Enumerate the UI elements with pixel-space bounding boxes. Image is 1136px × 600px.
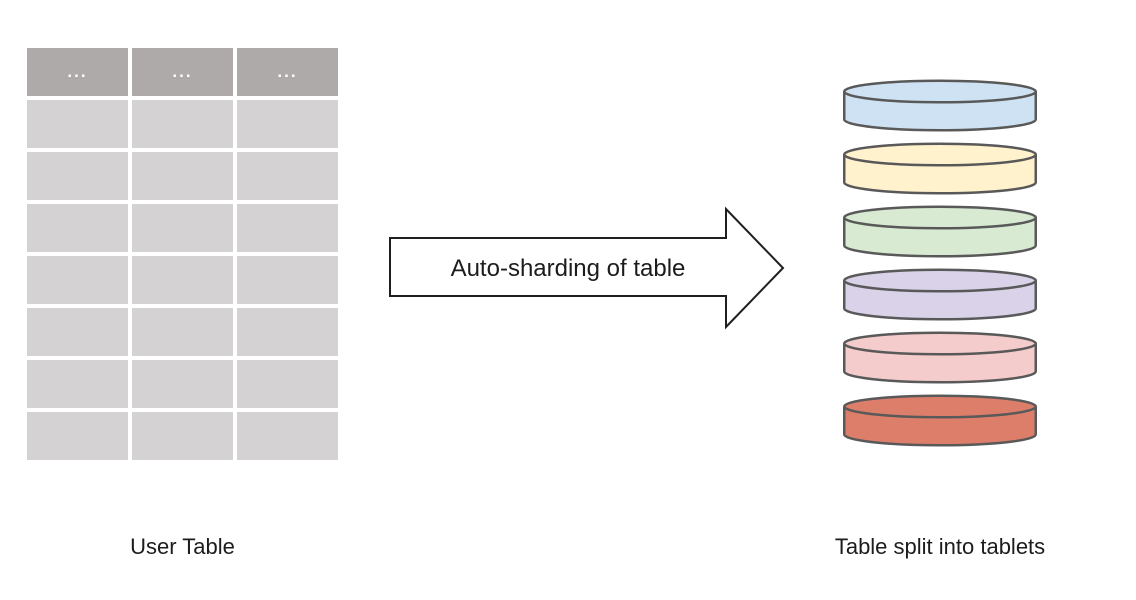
- user-table-cell: [132, 308, 233, 356]
- user-table-label: User Table: [130, 534, 235, 559]
- user-table-cell: [132, 100, 233, 148]
- tablet-5-cylinder: [843, 331, 1037, 384]
- user-table-header-cell: ...: [132, 48, 233, 96]
- cylinder-top: [843, 331, 1037, 356]
- cylinder-top: [843, 394, 1037, 419]
- user-table-cell: [237, 256, 338, 304]
- tablet-4-cylinder: [843, 268, 1037, 321]
- user-table-header-cell: ...: [27, 48, 128, 96]
- user-table-cell: [27, 100, 128, 148]
- tablet-3-cylinder: [843, 205, 1037, 258]
- tablet-2-cylinder: [843, 142, 1037, 195]
- user-table-cell: [237, 412, 338, 460]
- user-table-cell: [237, 152, 338, 200]
- cylinder-top: [843, 205, 1037, 230]
- user-table-cell: [237, 360, 338, 408]
- user-table-cell: [27, 152, 128, 200]
- tablets-label: Table split into tablets: [834, 534, 1046, 559]
- user-table-cell: [132, 204, 233, 252]
- tablet-6-cylinder: [843, 394, 1037, 447]
- user-table-cell: [132, 256, 233, 304]
- user-table-cell: [237, 100, 338, 148]
- user-table-cell: [27, 412, 128, 460]
- user-table-cell: [132, 360, 233, 408]
- arrow-shape: [389, 206, 785, 330]
- user-table: .........: [27, 48, 338, 460]
- user-table-cell: [132, 152, 233, 200]
- cylinder-top: [843, 268, 1037, 293]
- user-table-cell: [27, 308, 128, 356]
- cylinder-top: [843, 79, 1037, 104]
- user-table-cell: [27, 204, 128, 252]
- user-table-header-cell: ...: [237, 48, 338, 96]
- tablet-stack: [842, 79, 1038, 448]
- user-table-cell: [27, 360, 128, 408]
- auto-sharding-arrow: Auto-sharding of table: [389, 206, 785, 330]
- user-table-cell: [237, 204, 338, 252]
- tablet-1-cylinder: [843, 79, 1037, 132]
- user-table-cell: [237, 308, 338, 356]
- cylinder-top: [843, 142, 1037, 167]
- arrow-label: Auto-sharding of table: [451, 255, 686, 282]
- user-table-cell: [132, 412, 233, 460]
- user-table-cell: [27, 256, 128, 304]
